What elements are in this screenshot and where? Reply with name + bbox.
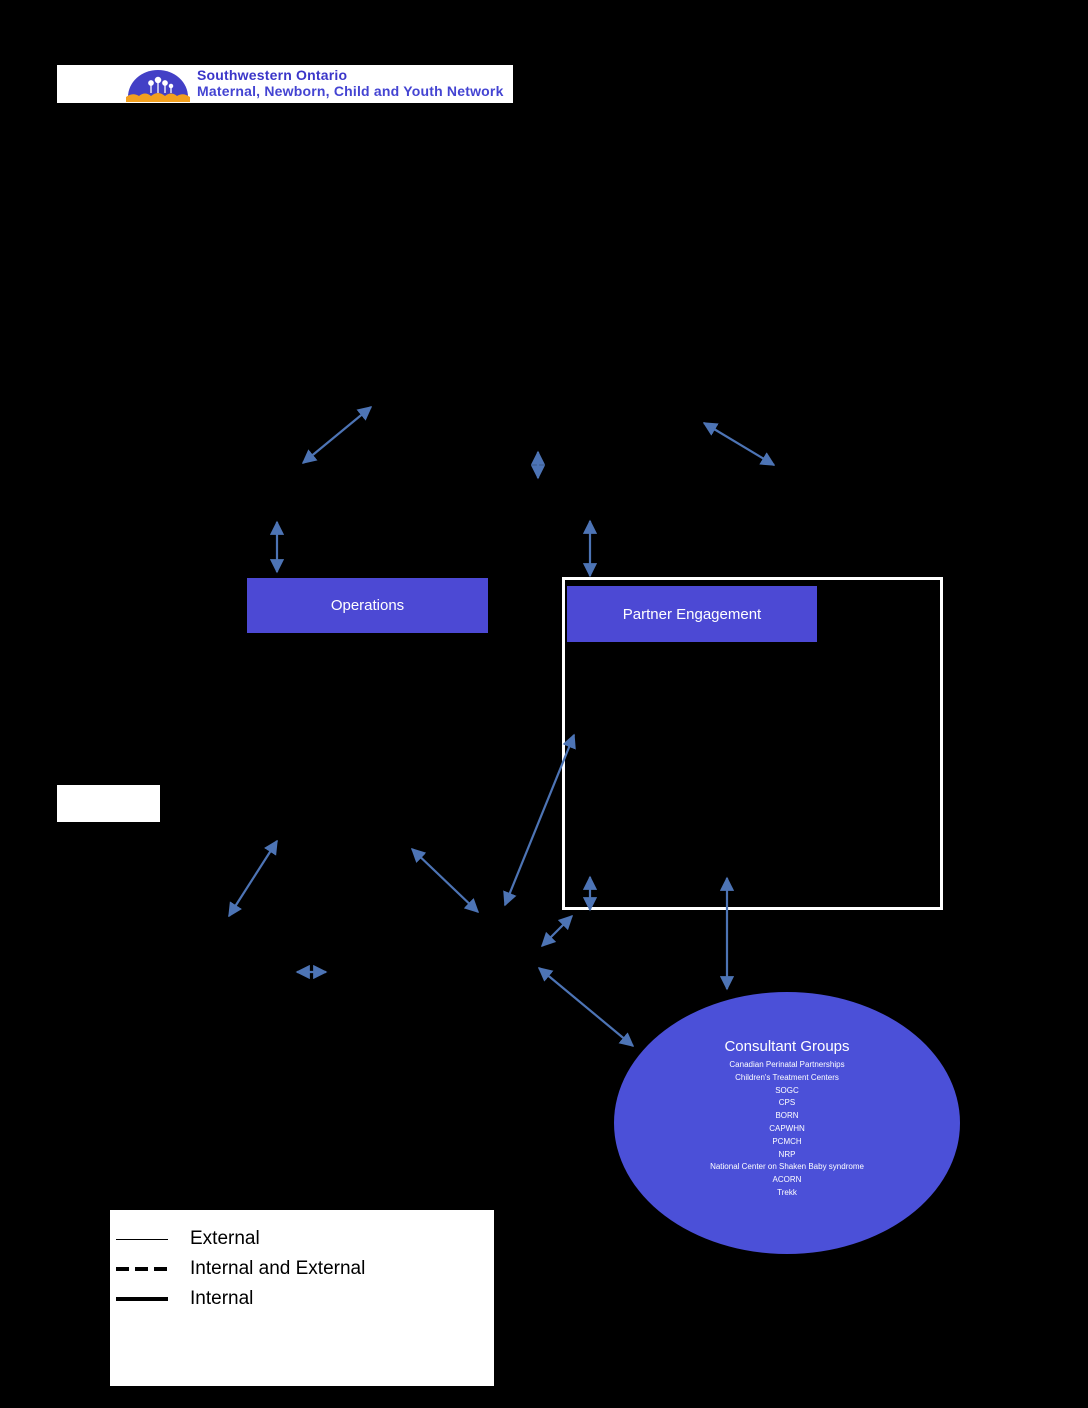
legend-item-external: External	[116, 1224, 494, 1254]
operations-box[interactable]: Operations	[247, 578, 488, 633]
flow-arrow	[228, 839, 278, 918]
operations-label: Operations	[330, 597, 405, 614]
legend-label-internal-external: Internal and External	[190, 1258, 366, 1279]
consultant-member: CPS	[778, 1098, 796, 1108]
legend-label-internal: Internal	[190, 1288, 254, 1309]
consultant-member: SOGC	[775, 1085, 799, 1095]
consultant-member: ACORN	[772, 1175, 802, 1185]
legend-item-internal: Internal	[116, 1284, 494, 1314]
consultant-groups-ellipse[interactable]: Consultant Groups Canadian Perinatal Par…	[614, 992, 960, 1254]
consultant-member: Canadian Perinatal Partnerships	[729, 1060, 845, 1069]
logo-text: Southwestern Ontario Maternal, Newborn, …	[197, 68, 504, 99]
legend-item-internal-external: Internal and External	[116, 1254, 494, 1284]
consultant-member: Children's Treatment Centers	[735, 1072, 839, 1082]
flow-arrow	[702, 422, 776, 466]
consultant-member: Trekk	[777, 1187, 797, 1197]
left-edge-box	[57, 785, 160, 822]
partner-engagement-label: Partner Engagement	[622, 605, 762, 623]
logo-strip: Southwestern Ontario Maternal, Newborn, …	[57, 65, 513, 103]
flow-arrow	[540, 914, 574, 948]
logo-subtitle: Maternal, Newborn, Child and Youth Netwo…	[197, 83, 504, 99]
flow-arrow	[537, 967, 635, 1047]
network-logo-icon	[126, 70, 190, 102]
consultant-member: National Center on Shaken Baby syndrome	[710, 1162, 864, 1172]
flow-arrow	[301, 406, 373, 464]
external-line-sample	[116, 1238, 168, 1240]
consultant-member: CAPWHN	[769, 1123, 805, 1133]
legend-box: External Internal and External Internal	[110, 1210, 494, 1386]
consultant-groups-title: Consultant Groups	[724, 1038, 850, 1055]
internal-external-line-sample	[116, 1267, 168, 1271]
logo-title: Southwestern Ontario	[197, 67, 348, 84]
internal-line-sample	[116, 1297, 168, 1301]
flow-arrow	[410, 848, 480, 913]
consultant-member: BORN	[775, 1111, 799, 1121]
consultant-member: NRP	[778, 1149, 796, 1159]
legend-label-external: External	[190, 1228, 260, 1249]
consultant-member: PCMCH	[772, 1136, 802, 1146]
partner-engagement-box[interactable]: Partner Engagement	[567, 586, 817, 642]
